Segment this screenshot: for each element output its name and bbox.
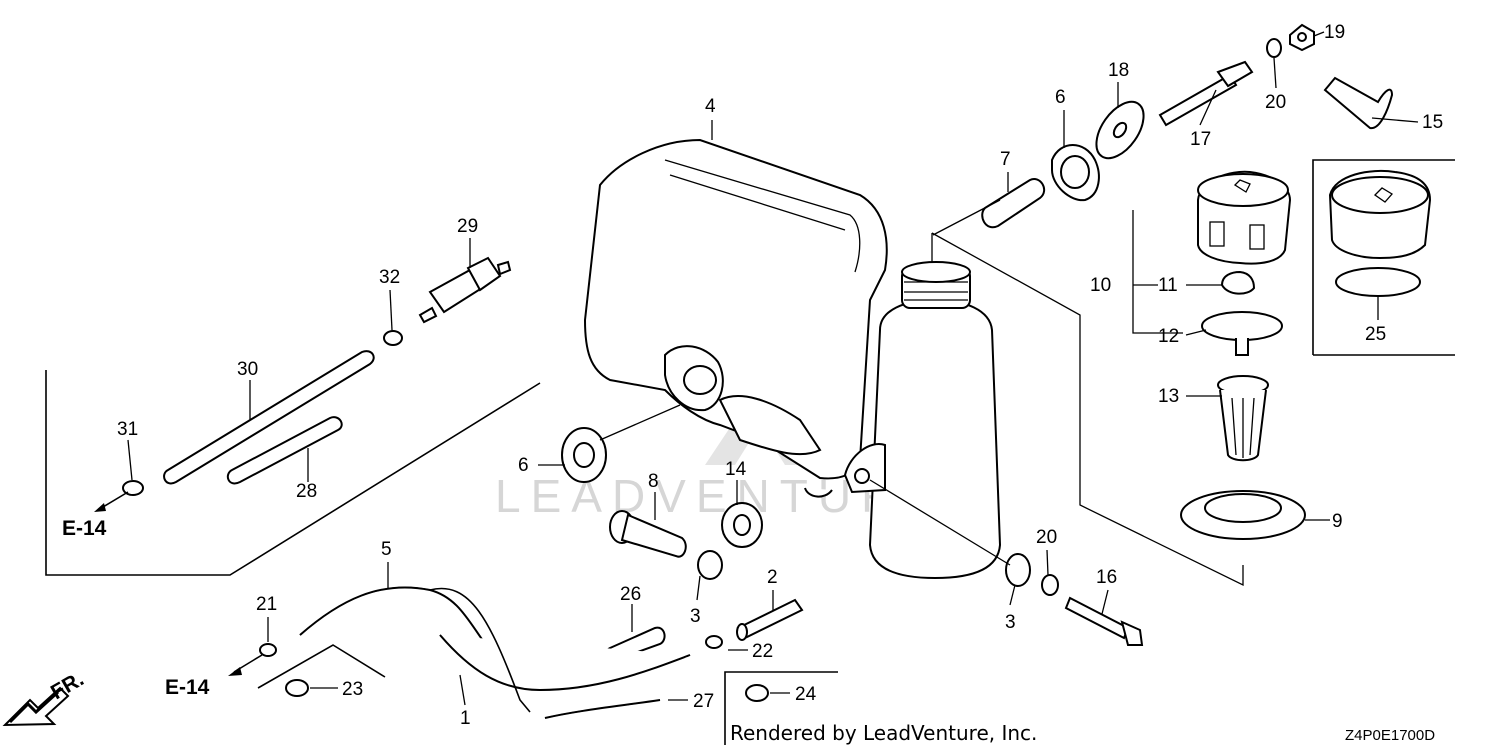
callout-8: 8 xyxy=(648,471,659,492)
grommet-14 xyxy=(721,502,763,548)
front-arrow-icon xyxy=(2,686,70,727)
callout-32: 32 xyxy=(379,267,400,288)
cap-bracket xyxy=(1132,210,1183,334)
callout-14: 14 xyxy=(725,459,747,480)
bolt-17 xyxy=(1158,60,1254,127)
washer-20-top xyxy=(1266,38,1282,58)
callout-16: 16 xyxy=(1096,567,1117,588)
bracket-15 xyxy=(1323,76,1394,130)
callout-10: 10 xyxy=(1090,275,1111,296)
callout-11: 11 xyxy=(1158,275,1178,296)
callout-5: 5 xyxy=(381,539,392,560)
callout-28: 28 xyxy=(296,481,317,502)
clip-32 xyxy=(383,330,403,346)
callout-6-left: 6 xyxy=(518,455,529,476)
bolt-16 xyxy=(1064,596,1144,646)
grommet-6-left xyxy=(561,427,607,483)
bottom-group-frame xyxy=(257,644,386,689)
grommet-6-top xyxy=(1051,144,1100,202)
fuel-line-1-lower xyxy=(429,587,531,713)
callout-2: 2 xyxy=(767,567,778,588)
ref-e14-bottom: E-14 xyxy=(165,676,210,699)
bottom-center-frame xyxy=(724,671,838,745)
plate-12 xyxy=(1201,311,1283,356)
footer-credit: Rendered by LeadVenture, Inc. xyxy=(730,721,1037,745)
callout-27: 27 xyxy=(693,691,714,712)
bolt-2 xyxy=(736,598,804,641)
callout-3-right: 3 xyxy=(1005,612,1016,633)
clip-21 xyxy=(259,643,277,657)
callout-17: 17 xyxy=(1190,129,1211,150)
leader-lines xyxy=(127,31,1419,706)
left-group-frame xyxy=(45,370,541,576)
callout-20-top: 20 xyxy=(1265,92,1286,113)
fuel-cap-10 xyxy=(1197,170,1292,265)
diagram-code: Z4P0E1700D xyxy=(1345,727,1435,744)
cap-alt-frame xyxy=(1312,159,1455,355)
callout-22: 22 xyxy=(752,641,773,662)
grommet-3-left xyxy=(697,550,723,580)
callout-20-bottom: 20 xyxy=(1036,527,1057,548)
tank-bracket-2 xyxy=(931,232,1244,587)
clip-23 xyxy=(285,679,309,697)
callout-18: 18 xyxy=(1108,60,1129,81)
callout-21: 21 xyxy=(256,594,277,615)
joint-8 xyxy=(609,510,687,558)
fuel-tank-body xyxy=(843,261,1002,580)
fuel-filter-29 xyxy=(418,256,512,324)
callout-24: 24 xyxy=(795,684,817,705)
callout-4: 4 xyxy=(705,96,716,117)
tube-7 xyxy=(981,178,1046,229)
callout-25: 25 xyxy=(1365,324,1386,345)
ref-e14-top: E-14 xyxy=(62,517,107,540)
clip-31 xyxy=(122,480,144,496)
callout-1: 1 xyxy=(460,708,471,729)
callout-13: 13 xyxy=(1158,386,1179,407)
clip-22 xyxy=(705,635,723,649)
callout-3-left: 3 xyxy=(690,606,701,627)
callout-15: 15 xyxy=(1422,112,1443,133)
washer-18 xyxy=(1095,100,1145,160)
callout-30: 30 xyxy=(237,359,258,380)
callout-labels: 4 7 6 18 17 20 19 15 10 11 12 13 9 25 6 … xyxy=(117,22,1443,729)
fuel-tank-shroud xyxy=(583,138,888,498)
fuel-cap-25 xyxy=(1328,169,1432,297)
callout-19: 19 xyxy=(1324,22,1345,43)
callout-29: 29 xyxy=(457,216,478,237)
callout-23: 23 xyxy=(342,679,363,700)
callout-6-top: 6 xyxy=(1055,87,1066,108)
callout-9: 9 xyxy=(1332,511,1343,532)
grommet-3-right xyxy=(1005,553,1031,587)
washer-20-bottom xyxy=(1041,574,1059,596)
clip-24 xyxy=(745,684,769,702)
hose-30 xyxy=(163,350,375,485)
ring-9 xyxy=(1180,490,1306,540)
strainer-13 xyxy=(1217,375,1269,462)
seal-11 xyxy=(1220,270,1256,295)
nut-19 xyxy=(1289,23,1315,52)
callout-31: 31 xyxy=(117,419,138,440)
callout-26: 26 xyxy=(620,584,641,605)
callout-7: 7 xyxy=(1000,149,1011,170)
callout-12: 12 xyxy=(1158,326,1179,347)
hose-28 xyxy=(226,416,343,485)
